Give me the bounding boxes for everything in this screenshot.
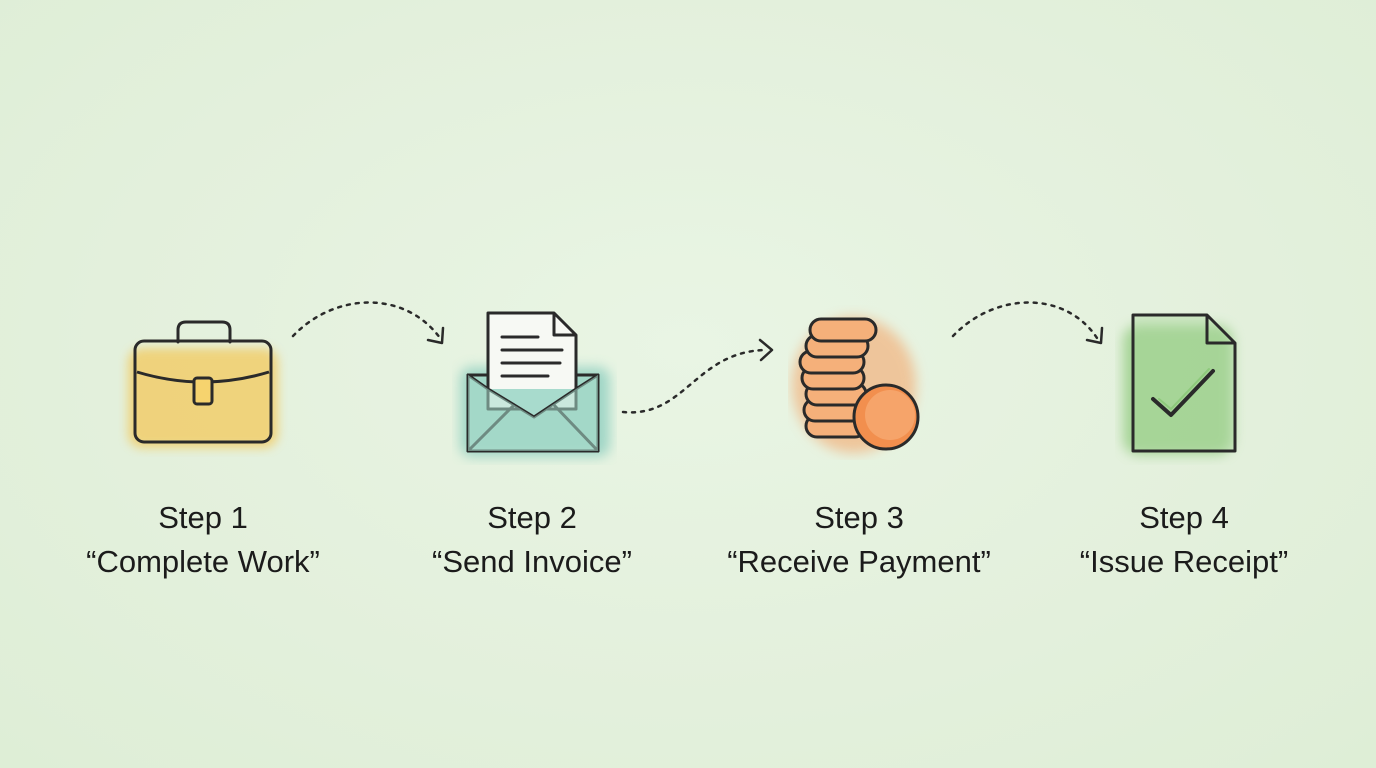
briefcase-icon xyxy=(118,312,288,457)
coins-icon xyxy=(788,305,933,460)
step-1-title: “Complete Work” xyxy=(86,544,320,579)
arrow-step1-to-step2 xyxy=(285,290,455,360)
step-1-label: Step 1 “Complete Work” xyxy=(33,496,373,584)
step-1-number: Step 1 xyxy=(158,500,248,535)
step-2-label: Step 2 “Send Invoice” xyxy=(362,496,702,584)
arrow-step3-to-step4 xyxy=(945,290,1115,360)
step-4-title: “Issue Receipt” xyxy=(1079,544,1289,579)
step-4-label: Step 4 “Issue Receipt” xyxy=(1014,496,1354,584)
receipt-check-icon xyxy=(1115,305,1250,465)
step-3-label: Step 3 “Receive Payment” xyxy=(689,496,1029,584)
arrow-step2-to-step3 xyxy=(615,332,785,427)
step-3-title: “Receive Payment” xyxy=(727,544,991,579)
envelope-invoice-icon xyxy=(452,305,617,465)
step-4-number: Step 4 xyxy=(1139,500,1229,535)
step-3-number: Step 3 xyxy=(814,500,904,535)
step-2-number: Step 2 xyxy=(487,500,577,535)
step-2-title: “Send Invoice” xyxy=(432,544,632,579)
